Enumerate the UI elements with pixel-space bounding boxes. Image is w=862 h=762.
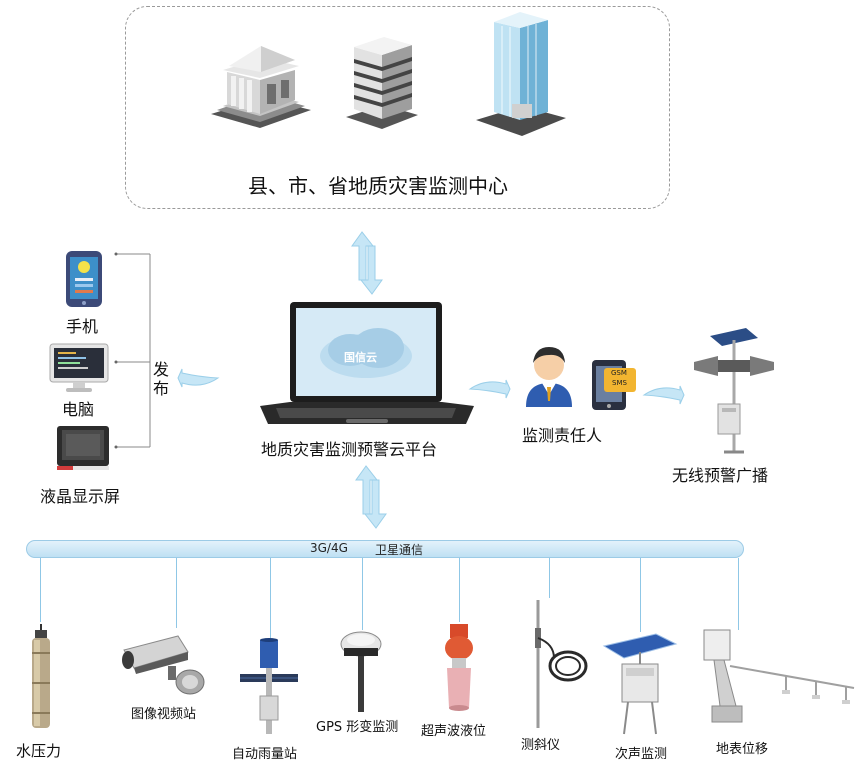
gsm-text: GSM [611,369,627,377]
bus-drop-line [270,558,271,638]
platform-label: 地质灾害监测预警云平台 [261,440,438,459]
sensor-label-gps: GPS 形变监测 [316,720,399,735]
surface-displacement-icon [703,629,855,723]
ultrasonic-level-icon [445,624,473,711]
bus-label-satellite: 卫星通信 [375,543,424,557]
desktop-computer-icon [49,343,109,392]
bus-drop-line [738,558,739,630]
sensor-label-ultrasonic: 超声波液位 [421,724,487,739]
sensor-label-surface-displacement: 地表位移 [716,742,769,757]
bus-drop-line [176,558,177,628]
camera-station-icon [122,635,205,695]
publish-label: 发布 [153,360,170,398]
responsible-label: 监测责任人 [522,426,603,445]
bus-label-network: 3G/4G [310,541,348,555]
device-label-computer: 电脑 [62,400,95,419]
water-pressure-sensor-icon [32,624,50,728]
bus-drop-line [549,558,550,598]
gps-receiver-icon [340,631,382,712]
device-label-phone: 手机 [66,317,99,336]
broadcast-label: 无线预警广播 [672,466,769,485]
right-arrow-icon [468,379,511,399]
publish-bracket-connector [114,252,151,449]
sensor-label-inclinometer: 测斜仪 [521,738,561,753]
inclinometer-icon [535,600,588,728]
rain-gauge-icon [240,638,298,734]
sensor-label-rain-gauge: 自动雨量站 [232,747,298,762]
infrasound-station-icon [602,633,678,735]
bus-drop-line [459,558,460,622]
lcd-screen-icon [57,426,109,470]
responsible-person-icon [526,347,572,407]
left-arrow-icon [177,368,220,388]
office-building-icon [346,37,418,129]
bus-drop-line [40,558,41,622]
bus-drop-line [362,558,363,630]
wireless-broadcast-tower-icon [694,328,774,454]
cloud-platform-laptop-icon [260,302,474,424]
monitoring-center-panel [125,6,670,209]
mobile-phone-icon [66,251,102,307]
right-arrow-icon [642,385,685,405]
device-label-lcd: 液晶显示屏 [40,487,121,506]
bidirectional-arrow-icon [355,465,387,529]
bidirectional-arrow-icon [351,231,383,295]
skyscraper-icon [476,12,566,136]
sms-tablet-icon [592,360,636,410]
sensor-label-infrasound: 次声监测 [615,747,668,762]
sensor-label-camera: 图像视频站 [131,707,197,722]
monitoring-center-title: 县、市、省地质灾害监测中心 [248,174,508,198]
government-building-icon [211,46,311,128]
bus-drop-line [640,558,641,632]
platform-screen-logo: 国信云 [344,351,377,364]
communication-bus [26,540,744,558]
sensor-label-water-pressure: 水压力 [16,742,62,760]
sms-text: SMS [612,379,627,387]
